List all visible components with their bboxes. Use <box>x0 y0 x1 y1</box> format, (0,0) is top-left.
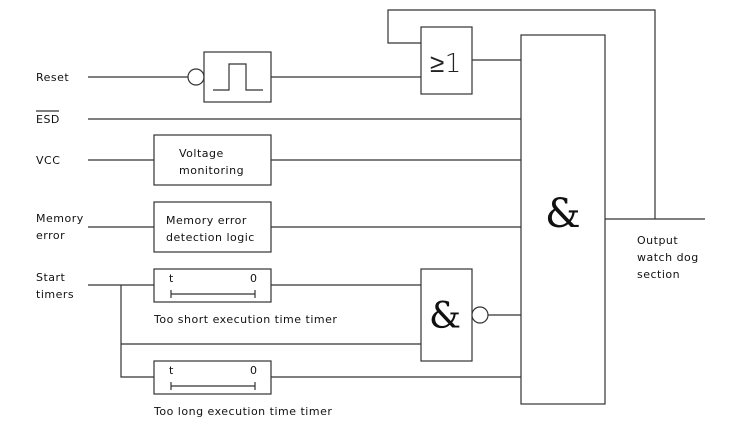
inverter-bubble-reset <box>187 68 205 86</box>
pulse-block <box>203 51 272 103</box>
short-timer-block <box>153 268 272 303</box>
label-start-timers-2: timers <box>36 288 74 301</box>
label-memory-error-1: Memory <box>36 212 84 225</box>
label-reset: Reset <box>36 71 69 84</box>
label-vcc: VCC <box>36 154 60 167</box>
memory-error-block <box>153 201 272 253</box>
label-start-timers-1: Start <box>36 271 66 284</box>
label-esd: ESD <box>36 113 60 126</box>
or-gate-symbol: ≥1 <box>430 49 462 79</box>
output-label-3: section <box>637 268 680 281</box>
short-timer-zero: 0 <box>250 272 258 285</box>
long-timer-t: t <box>169 364 174 377</box>
wire-start-branch <box>120 285 154 378</box>
short-timer-t: t <box>169 272 174 285</box>
main-and-gate-symbol: & <box>545 191 581 237</box>
inverter-bubble-nand <box>471 306 489 324</box>
or-gate <box>420 26 473 95</box>
long-timer-zero: 0 <box>250 364 258 377</box>
voltage-text-1: Voltage <box>179 147 224 160</box>
memerr-text-1: Memory error <box>166 214 247 227</box>
voltage-monitoring-block <box>153 134 272 186</box>
wire-feedback <box>387 9 656 219</box>
memerr-text-2: detection logic <box>166 231 255 244</box>
main-and-gate <box>520 34 606 405</box>
caption-short-timer: Too short execution time timer <box>153 313 337 326</box>
long-timer-block <box>153 360 272 395</box>
voltage-text-2: monitoring <box>179 164 244 177</box>
label-memory-error-2: error <box>36 229 65 242</box>
output-label-1: Output <box>637 234 678 247</box>
nand-gate-symbol: & <box>429 296 462 337</box>
output-label-2: watch dog <box>637 251 699 264</box>
nand-gate <box>420 268 473 362</box>
caption-long-timer: Too long execution time timer <box>153 405 332 418</box>
pulse-icon <box>213 63 263 91</box>
